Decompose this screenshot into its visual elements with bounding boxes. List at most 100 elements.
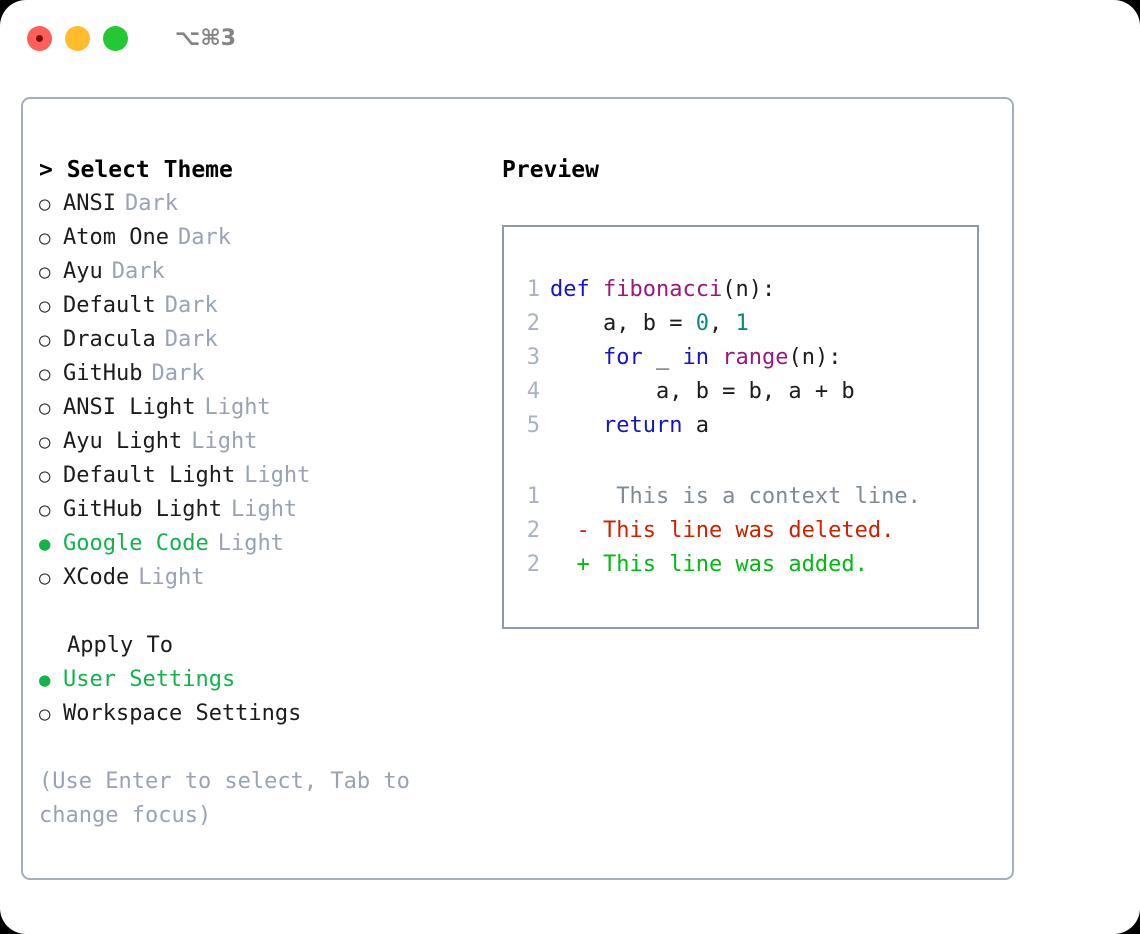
theme-option-default[interactable]: ○ Default Dark — [39, 289, 489, 323]
theme-option-label: Default — [63, 293, 156, 318]
theme-option-label: Ayu Light — [63, 429, 183, 454]
radio-unselected-icon: ○ — [39, 295, 51, 317]
theme-option-label: GitHub — [63, 361, 143, 386]
theme-variant-badge: Dark — [164, 327, 218, 352]
theme-variant-badge: Light — [244, 463, 311, 488]
keyboard-shortcut-label: ⌥⌘3 — [175, 25, 237, 51]
theme-variant-badge: Light — [191, 429, 258, 454]
spacer — [39, 595, 489, 629]
keyboard-hint-text: (Use Enter to select, Tab to change focu… — [39, 769, 424, 828]
token-fn: range — [722, 345, 789, 370]
radio-selected-icon: ● — [39, 669, 51, 691]
token-pl — [709, 345, 722, 370]
radio-unselected-icon: ○ — [39, 465, 51, 487]
theme-option-dracula[interactable]: ○ Dracula Dark — [39, 323, 489, 357]
code-line: 3 for _ in range(n): — [504, 341, 977, 375]
radio-unselected-icon: ○ — [39, 261, 51, 283]
theme-option-github-light[interactable]: ○ GitHub Light Light — [39, 493, 489, 527]
maximize-window-icon[interactable] — [103, 25, 128, 51]
apply-to-option-user-settings[interactable]: ●User Settings — [39, 663, 489, 697]
radio-unselected-icon: ○ — [39, 329, 51, 351]
window-controls — [27, 25, 128, 51]
theme-option-label: Ayu — [63, 259, 103, 284]
theme-variant-badge: Dark — [164, 293, 218, 318]
token-kw: in — [682, 345, 709, 370]
radio-selected-icon: ● — [39, 533, 51, 555]
theme-option-ayu[interactable]: ○ Ayu Dark — [39, 255, 489, 289]
code-text: for _ in range(n): — [550, 341, 841, 375]
theme-variant-badge: Dark — [111, 259, 165, 284]
line-number: 3 — [526, 345, 540, 370]
token-kw: for — [602, 345, 643, 370]
line-number: 2 — [526, 518, 540, 543]
radio-unselected-icon: ○ — [39, 193, 51, 215]
line-number: 2 — [526, 552, 540, 577]
token-pl — [590, 277, 603, 302]
theme-option-atom-one[interactable]: ○ Atom One Dark — [39, 221, 489, 255]
line-number: 1 — [526, 484, 540, 509]
spacer — [504, 443, 977, 480]
code-line: 5 return a — [504, 409, 977, 443]
token-num: 1 — [735, 311, 749, 336]
code-line: 2 a, b = 0, 1 — [504, 307, 977, 341]
theme-option-label: Atom One — [63, 225, 169, 250]
token-punc: (n): — [722, 277, 776, 302]
code-text: a, b = 0, 1 — [550, 307, 749, 341]
token-kw: return — [602, 413, 683, 438]
minimize-window-icon[interactable] — [65, 25, 90, 51]
line-number: 4 — [526, 379, 540, 404]
line-number: 5 — [526, 413, 540, 438]
diff-text: - This line was deleted. — [550, 518, 895, 543]
theme-option-ansi[interactable]: ○ ANSI Dark — [39, 187, 489, 221]
line-number: 2 — [526, 311, 540, 336]
theme-option-label: Google Code — [63, 531, 209, 556]
diff-text: This is a context line. — [550, 484, 921, 509]
close-window-icon[interactable] — [27, 25, 52, 51]
line-number: 1 — [526, 277, 540, 302]
apply-to-option-workspace-settings[interactable]: ○Workspace Settings — [39, 697, 489, 731]
diff-line-del: 2 - This line was deleted. — [504, 514, 977, 548]
theme-option-default-light[interactable]: ○ Default Light Light — [39, 459, 489, 493]
token-num: 0 — [695, 311, 709, 336]
radio-unselected-icon: ○ — [39, 227, 51, 249]
theme-variant-badge: Dark — [151, 361, 205, 386]
apply-to-list[interactable]: ●User Settings○Workspace Settings — [39, 663, 489, 731]
diff-line-add: 2 + This line was added. — [504, 548, 977, 582]
radio-unselected-icon: ○ — [39, 499, 51, 521]
theme-variant-badge: Light — [138, 565, 205, 590]
code-text: return a — [550, 409, 709, 443]
theme-option-label: GitHub Light — [63, 497, 222, 522]
theme-option-label: Dracula — [63, 327, 156, 352]
code-text: a, b = b, a + b — [550, 375, 855, 409]
token-pl: a, b = — [550, 311, 696, 336]
diff-text: + This line was added. — [550, 552, 868, 577]
diff-line-ctx: 1 This is a context line. — [504, 480, 977, 514]
code-line: 1 def fibonacci(n): — [504, 273, 977, 307]
radio-unselected-icon: ○ — [39, 567, 51, 589]
token-punc: (n): — [788, 345, 842, 370]
theme-option-label: Default Light — [63, 463, 236, 488]
token-pl: a, b = b, a + b — [550, 379, 855, 404]
theme-option-label: ANSI — [63, 191, 116, 216]
theme-variant-badge: Dark — [124, 191, 178, 216]
apply-to-header: Apply To — [67, 633, 173, 658]
theme-variant-badge: Light — [230, 497, 298, 522]
apply-to-option-label: Workspace Settings — [63, 701, 302, 726]
token-pl — [550, 345, 603, 370]
token-pl: _ — [642, 345, 683, 370]
theme-variant-badge: Dark — [177, 225, 231, 250]
code-text: def fibonacci(n): — [550, 273, 775, 307]
theme-list-header: > Select Theme — [39, 157, 233, 183]
